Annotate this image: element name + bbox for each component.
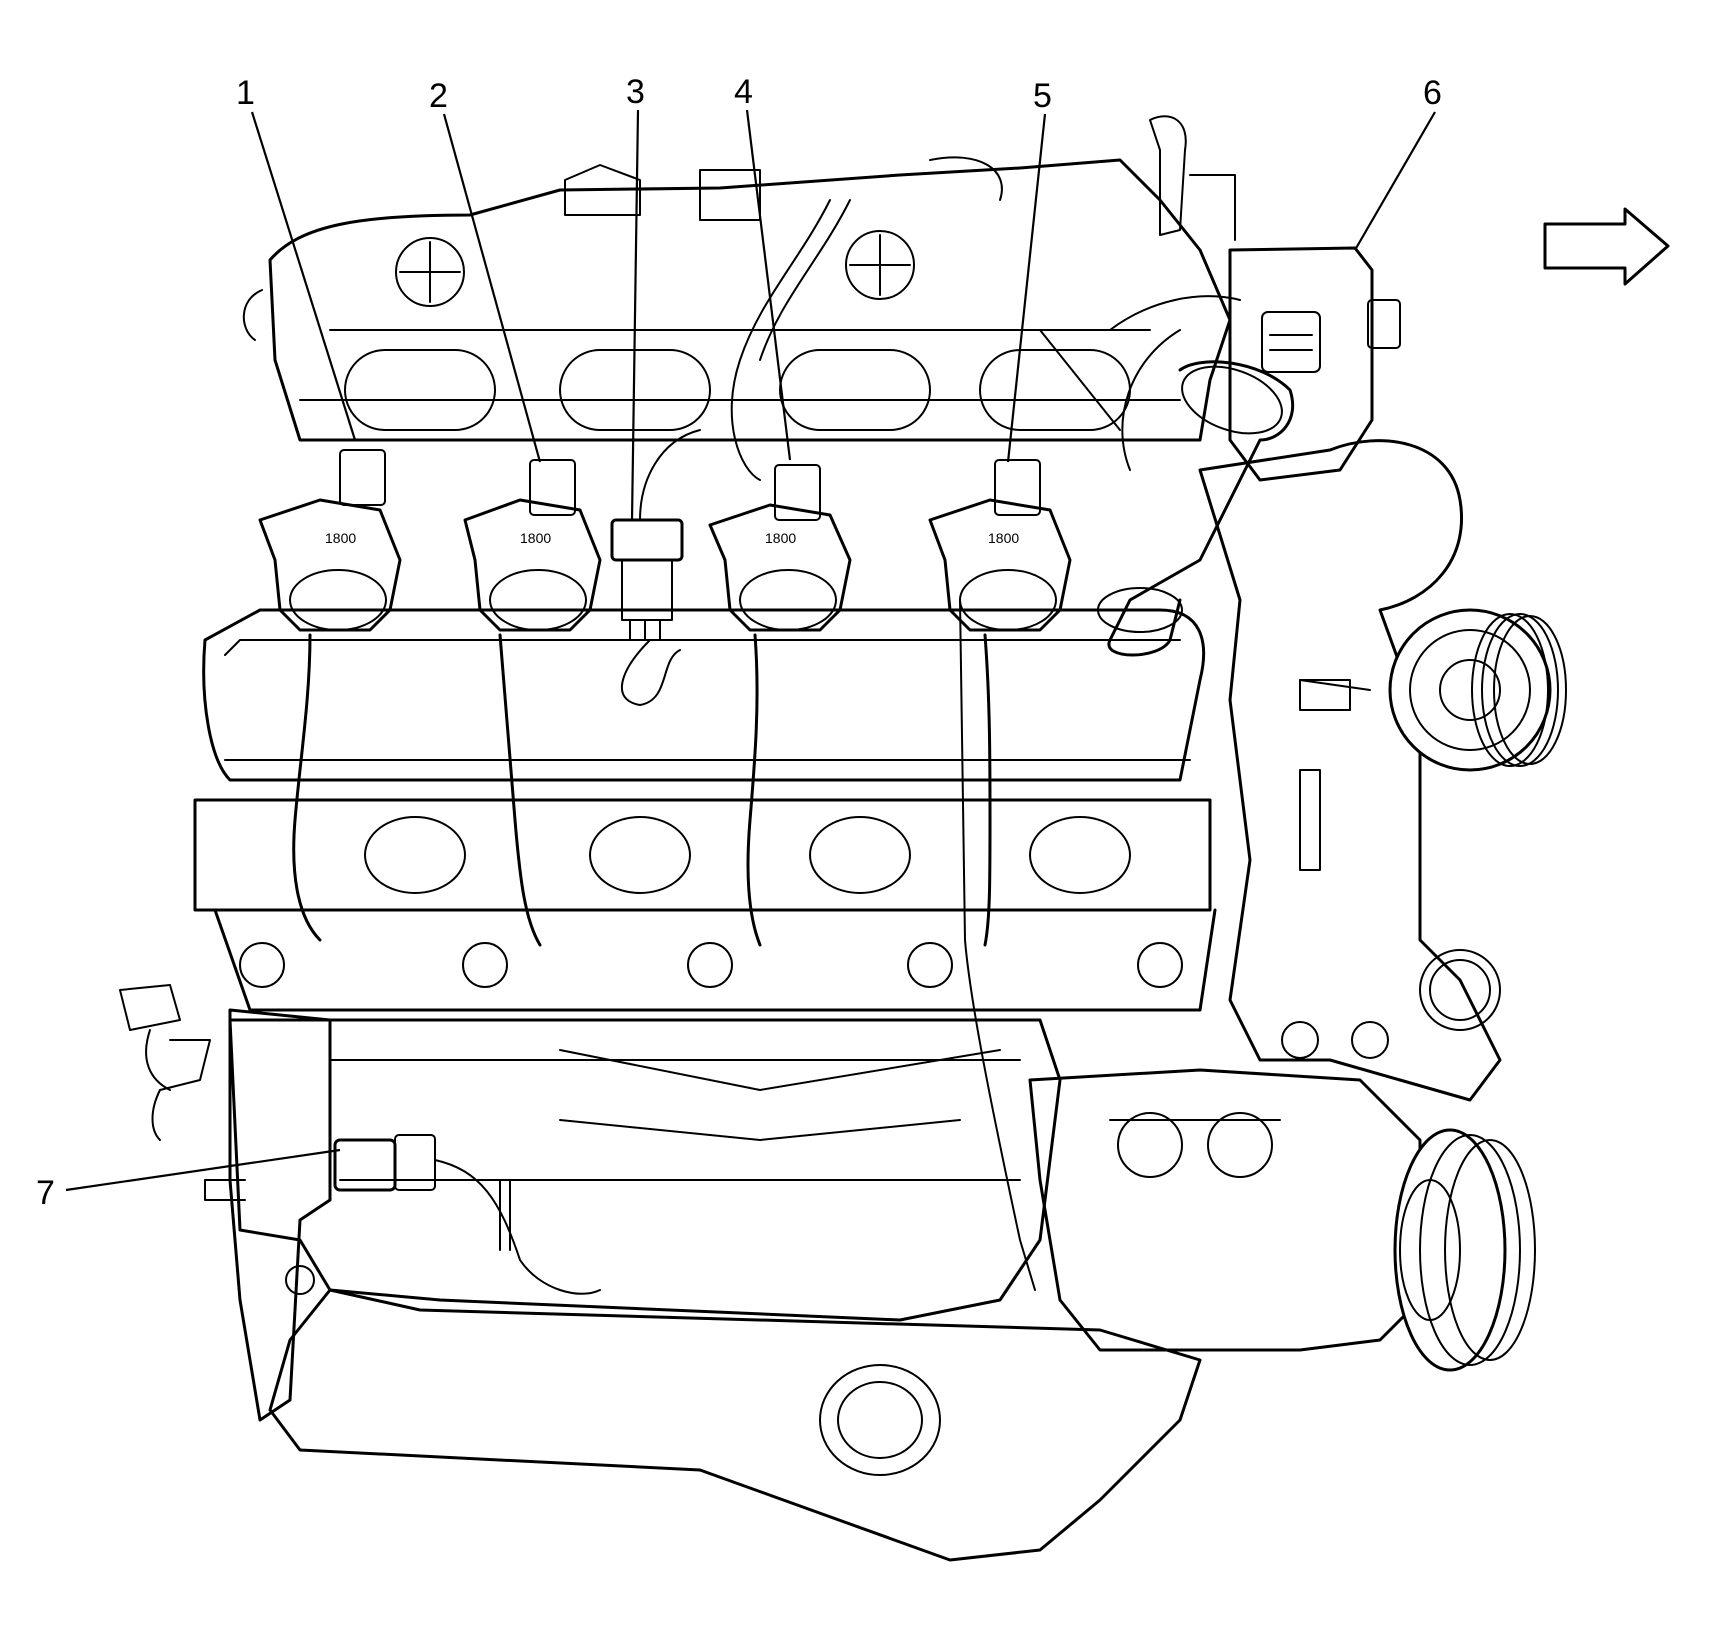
ignition-coil: 1800 bbox=[463, 498, 602, 632]
side-harness-connector bbox=[119, 984, 211, 1141]
spark-plug-wires bbox=[292, 599, 1036, 1291]
oil-pan bbox=[268, 1288, 1202, 1562]
callout-leaders bbox=[65, 109, 1436, 1192]
ignition-coils: 1800 1800 1800 1800 bbox=[258, 449, 1072, 632]
callout-6: 6 bbox=[1423, 74, 1442, 112]
callout-7: 7 bbox=[36, 1174, 55, 1212]
exhaust-manifold bbox=[193, 798, 1217, 1012]
intake-manifold bbox=[242, 115, 1236, 481]
oil-filler-tube bbox=[1097, 360, 1295, 657]
valve-cover bbox=[202, 608, 1206, 782]
upper-pulley bbox=[1299, 608, 1567, 772]
ignition-coil: 1800 bbox=[708, 503, 852, 632]
coil-stamp: 1800 bbox=[988, 530, 1019, 546]
callout-5: 5 bbox=[1033, 77, 1052, 115]
sensor-connector bbox=[333, 1134, 601, 1295]
throttle-body bbox=[1039, 246, 1401, 482]
coil-stamp: 1800 bbox=[325, 530, 356, 546]
callout-2: 2 bbox=[429, 77, 448, 115]
lower-pulley bbox=[1393, 1128, 1536, 1372]
coil-harness-connector bbox=[610, 429, 701, 706]
engine-block bbox=[228, 1018, 1062, 1322]
callout-1: 1 bbox=[236, 74, 255, 112]
right-arrow-icon bbox=[1543, 207, 1670, 286]
callout-4: 4 bbox=[734, 73, 753, 111]
bellhousing-flange bbox=[204, 1008, 332, 1422]
ac-compressor bbox=[1028, 1068, 1422, 1352]
coil-stamp: 1800 bbox=[520, 530, 551, 546]
callout-3: 3 bbox=[626, 73, 645, 111]
water-pump bbox=[1198, 439, 1502, 1102]
coil-stamp: 1800 bbox=[765, 530, 796, 546]
